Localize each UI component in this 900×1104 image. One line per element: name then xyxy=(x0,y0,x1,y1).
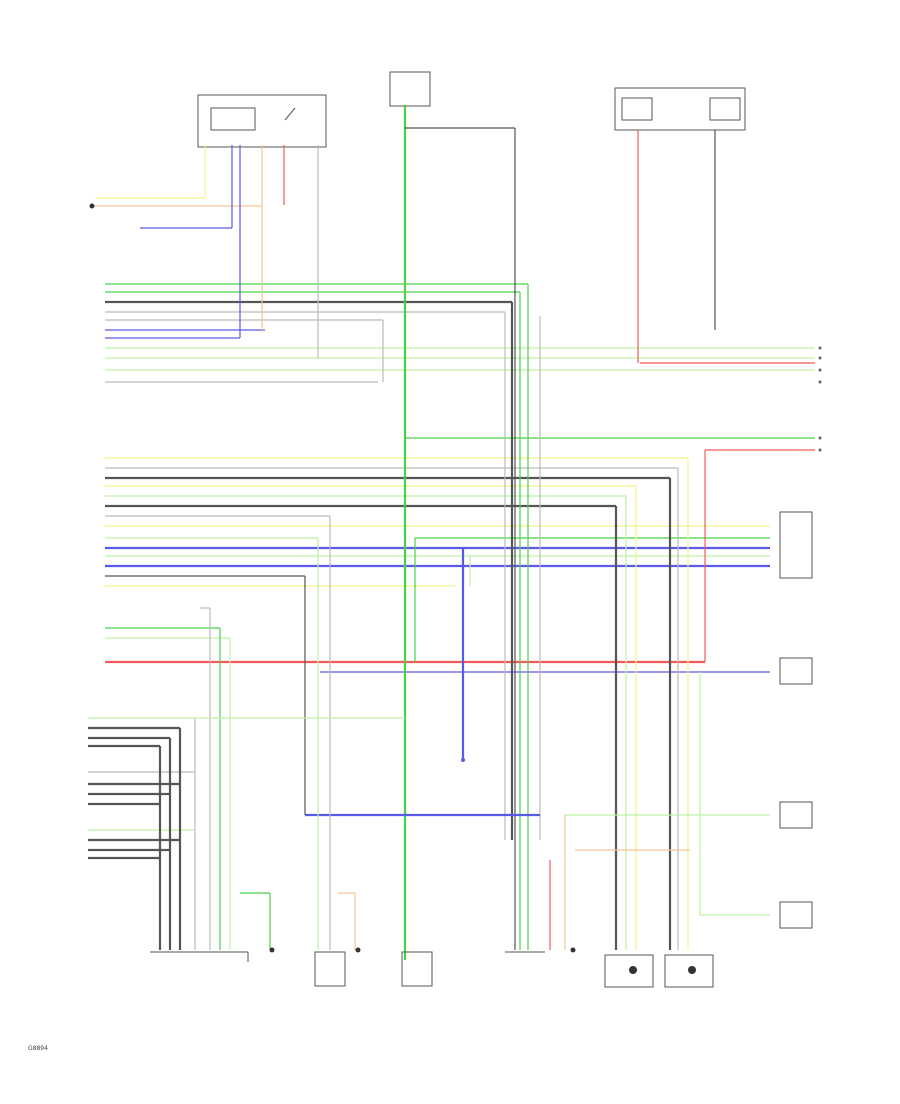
lower-wire-bus xyxy=(105,437,815,673)
upper-wire-bus xyxy=(105,283,815,383)
left-vertical-wires xyxy=(194,516,356,950)
right-terminal-dots xyxy=(818,346,822,452)
top-right-fuse-box xyxy=(614,87,746,131)
top-center-relay-box xyxy=(389,71,431,107)
center-vertical-wires xyxy=(382,105,541,960)
left-sensor-wires xyxy=(88,717,405,950)
sensor-connector-dots xyxy=(269,758,576,953)
switch-wires xyxy=(89,145,319,358)
bottom-components xyxy=(150,951,714,988)
footer-code: G8894 xyxy=(28,1045,48,1052)
top-left-switch-assembly xyxy=(197,94,327,148)
right-components xyxy=(779,511,813,929)
right-vertical-wires xyxy=(304,130,770,950)
